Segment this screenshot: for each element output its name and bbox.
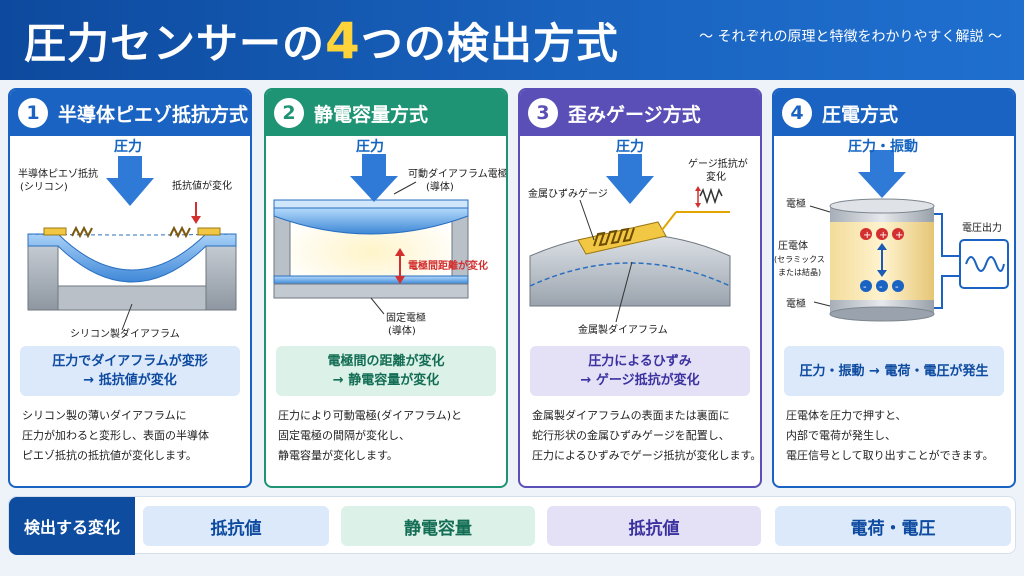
card-header: 4 圧電方式 bbox=[774, 90, 1014, 136]
strain-gauge-diagram: 圧力 金属ひずみゲージ ゲージ抵抗が 変化 金属製ダイアフラム bbox=[520, 136, 760, 340]
svg-text:-: - bbox=[863, 282, 867, 293]
movable-electrode-sublabel: (導体) bbox=[426, 182, 454, 193]
svg-text:+: + bbox=[895, 230, 903, 241]
capacitive-diagram: 圧力 可動ダイアフラム電極 (導体) 電極間距離が変化 固定電極 (導体) bbox=[266, 136, 506, 340]
summary-line: 電極間の距離が変化 bbox=[327, 354, 445, 369]
piezoresistive-diagram: 圧力 半導体ピエゾ抵抗 (シリコン) 抵抗値が変化 シリコン製ダイアフラム bbox=[10, 136, 250, 340]
force-label: 圧力 bbox=[616, 139, 644, 155]
card-number-badge: 2 bbox=[274, 98, 304, 128]
gauge-resistance-sublabel: 変化 bbox=[706, 172, 726, 183]
piezoresistive-illustration bbox=[27, 156, 237, 331]
page-subtitle: 〜 それぞれの原理と特徴をわかりやすく解説 〜 bbox=[699, 29, 1002, 45]
voltage-output-label: 電圧出力 bbox=[962, 223, 1002, 234]
detection-label: 検出する変化 bbox=[9, 497, 135, 555]
card-strain-gauge: 3 歪みゲージ方式 圧力 金属ひずみゲージ ゲージ抵抗が 変化 金属製ダイアフ bbox=[518, 88, 762, 488]
piezoelectric-diagram: + + + - - - 圧力・振動 電極 圧電体 (セラミックス または結晶) … bbox=[774, 136, 1014, 340]
summary-line: 圧力でダイアフラムが変形 bbox=[52, 354, 208, 369]
card-number-badge: 3 bbox=[528, 98, 558, 128]
card-piezoelectric: 4 圧電方式 + + + - - - bbox=[772, 88, 1016, 488]
card-number-badge: 4 bbox=[782, 98, 812, 128]
description-line: 内部で電荷が発生し、 bbox=[786, 429, 896, 442]
piezo-body-label: 圧電体 bbox=[778, 241, 808, 252]
force-label: 圧力 bbox=[114, 139, 142, 155]
strain-gauge-label: 金属ひずみゲージ bbox=[528, 189, 608, 200]
title-text-1: 圧力センサーの bbox=[24, 19, 326, 68]
card-header: 1 半導体ピエゾ抵抗方式 bbox=[10, 90, 250, 136]
summary-box: 電極間の距離が変化 → 静電容量が変化 bbox=[276, 346, 496, 396]
detection-item: 静電容量 bbox=[341, 506, 535, 546]
title-number: 4 bbox=[325, 12, 361, 70]
capacitive-illustration bbox=[273, 154, 469, 315]
description-line: 電圧信号として取り出すことができます。 bbox=[786, 449, 994, 462]
top-electrode-label: 電極 bbox=[786, 199, 806, 210]
force-label: 圧力 bbox=[356, 139, 384, 155]
description-line: 金属製ダイアフラムの表面または裏面に bbox=[532, 409, 730, 422]
card-capacitive: 2 静電容量方式 圧力 可動ダイアフラム電極 (導体) 電極間距離が bbox=[264, 88, 508, 488]
card-number-badge: 1 bbox=[18, 98, 48, 128]
description-line: 圧力が加わると変形し、表面の半導体 bbox=[22, 429, 209, 442]
svg-text:+: + bbox=[863, 230, 871, 241]
summary-box: 圧力・振動 → 電荷・電圧が発生 bbox=[784, 346, 1004, 396]
description-line: ピエゾ抵抗の抵抗値が変化します。 bbox=[22, 449, 197, 462]
description-line: 圧力により可動電極(ダイアフラム)と bbox=[278, 409, 463, 422]
piezo-resistor-sublabel: (シリコン) bbox=[20, 182, 68, 193]
card-title: 歪みゲージ方式 bbox=[568, 103, 701, 126]
piezo-body-sublabel: (セラミックス bbox=[774, 255, 825, 264]
bottom-electrode-label: 電極 bbox=[786, 299, 806, 310]
card-header: 3 歪みゲージ方式 bbox=[520, 90, 760, 136]
strain-gauge-illustration bbox=[529, 154, 731, 323]
description-line: 圧電体を圧力で押すと、 bbox=[786, 409, 907, 422]
description: 圧電体を圧力で押すと、 内部で電荷が発生し、 電圧信号として取り出すことができま… bbox=[786, 406, 1006, 466]
detection-item: 抵抗値 bbox=[547, 506, 761, 546]
page-title: 圧力センサーの4つの検出方式 bbox=[24, 10, 619, 71]
piezoelectric-illustration: + + + - - - bbox=[809, 150, 1009, 322]
description-line: 蛇行形状の金属ひずみゲージを配置し、 bbox=[532, 429, 730, 442]
summary-line: → 静電容量が変化 bbox=[332, 373, 440, 388]
detection-item: 抵抗値 bbox=[143, 506, 329, 546]
piezo-resistor-label: 半導体ピエゾ抵抗 bbox=[18, 169, 98, 180]
svg-text:+: + bbox=[879, 230, 887, 241]
detection-summary-bar: 検出する変化 抵抗値 静電容量 抵抗値 電荷・電圧 bbox=[8, 496, 1016, 555]
gauge-resistance-label: ゲージ抵抗が bbox=[688, 159, 748, 170]
description: 圧力により可動電極(ダイアフラム)と 固定電極の間隔が変化し、 静電容量が変化し… bbox=[278, 406, 498, 466]
fixed-electrode-label: 固定電極 bbox=[386, 313, 426, 324]
card-header: 2 静電容量方式 bbox=[266, 90, 506, 136]
svg-text:-: - bbox=[879, 282, 883, 293]
card-title: 圧電方式 bbox=[822, 103, 899, 126]
summary-line: → 抵抗値が変化 bbox=[83, 373, 177, 388]
description: シリコン製の薄いダイアフラムに 圧力が加わると変形し、表面の半導体 ピエゾ抵抗の… bbox=[22, 406, 242, 466]
summary-box: 圧力でダイアフラムが変形 → 抵抗値が変化 bbox=[20, 346, 240, 396]
summary-line: → ゲージ抵抗が変化 bbox=[580, 373, 700, 388]
diaphragm-label: シリコン製ダイアフラム bbox=[70, 329, 180, 340]
detection-item: 電荷・電圧 bbox=[775, 506, 1011, 546]
title-text-2: つの検出方式 bbox=[360, 19, 619, 68]
description-line: シリコン製の薄いダイアフラムに bbox=[22, 409, 187, 422]
svg-text:-: - bbox=[895, 282, 899, 293]
resistance-change-label: 抵抗値が変化 bbox=[172, 181, 232, 192]
description-line: 固定電極の間隔が変化し、 bbox=[278, 429, 410, 442]
fixed-electrode-sublabel: (導体) bbox=[388, 326, 416, 337]
force-label: 圧力・振動 bbox=[848, 139, 918, 155]
description-line: 圧力によるひずみでゲージ抵抗が変化します。 bbox=[532, 449, 762, 462]
diaphragm-label: 金属製ダイアフラム bbox=[578, 325, 668, 336]
card-piezoresistive: 1 半導体ピエゾ抵抗方式 圧力 半導体ピエゾ抵抗 (シリコン) 抵抗 bbox=[8, 88, 252, 488]
description-line: 静電容量が変化します。 bbox=[278, 449, 398, 462]
piezo-body-sublabel: または結晶) bbox=[778, 268, 822, 277]
gap-change-label: 電極間距離が変化 bbox=[408, 261, 488, 272]
summary-box: 圧力によるひずみ → ゲージ抵抗が変化 bbox=[530, 346, 750, 396]
card-title: 静電容量方式 bbox=[314, 103, 429, 126]
summary-line: 圧力・振動 → 電荷・電圧が発生 bbox=[799, 363, 989, 379]
movable-electrode-label: 可動ダイアフラム電極 bbox=[408, 169, 508, 180]
page-header: 圧力センサーの4つの検出方式 〜 それぞれの原理と特徴をわかりやすく解説 〜 bbox=[0, 0, 1024, 80]
description: 金属製ダイアフラムの表面または裏面に 蛇行形状の金属ひずみゲージを配置し、 圧力… bbox=[532, 406, 762, 466]
summary-line: 圧力によるひずみ bbox=[588, 354, 692, 369]
card-title: 半導体ピエゾ抵抗方式 bbox=[58, 103, 249, 126]
